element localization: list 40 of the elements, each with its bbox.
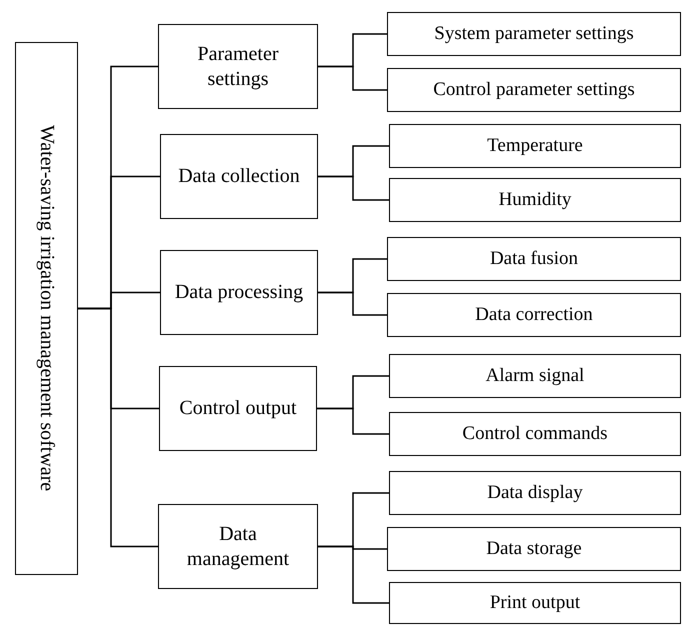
node-label: Print output xyxy=(488,591,582,615)
module-box xyxy=(389,582,681,624)
module-box xyxy=(160,134,318,219)
node-label: Data fusion xyxy=(488,247,580,271)
module-box xyxy=(387,293,681,337)
node-label: Data storage xyxy=(485,537,583,561)
connector-line xyxy=(318,292,387,316)
module-box xyxy=(387,12,681,56)
node-label: Control commands xyxy=(461,422,609,446)
node-label: Parameter settings xyxy=(196,42,280,92)
connector-line xyxy=(317,408,389,435)
root-box xyxy=(15,42,78,575)
node-label: Control output xyxy=(178,396,298,421)
module-box xyxy=(160,250,318,335)
module-box xyxy=(158,24,318,109)
node-label: Temperature xyxy=(486,134,584,158)
module-box xyxy=(389,124,681,168)
node-label: System parameter settings xyxy=(433,22,635,46)
node-label: Data display xyxy=(486,481,584,505)
node-label: Control parameter settings xyxy=(432,78,636,102)
node-label: Data processing xyxy=(174,280,304,305)
node-label: Alarm signal xyxy=(484,364,586,388)
module-box xyxy=(387,527,681,571)
node-label: Data management xyxy=(186,522,290,572)
module-box xyxy=(387,68,681,112)
module-box xyxy=(389,471,681,515)
module-box xyxy=(389,412,681,456)
node-label: Humidity xyxy=(498,188,572,212)
module-box xyxy=(389,178,681,222)
module-box xyxy=(389,354,681,398)
node-label: Data correction xyxy=(474,303,594,327)
module-box xyxy=(158,504,318,589)
connector-line xyxy=(318,176,389,201)
connector-line xyxy=(318,66,387,91)
connector-line xyxy=(78,308,158,548)
node-label: Data collection xyxy=(177,164,301,189)
connector-line xyxy=(318,546,389,604)
module-box xyxy=(387,237,681,281)
module-box xyxy=(159,366,317,451)
node-label: Water-saving irrigation management software xyxy=(35,125,59,492)
